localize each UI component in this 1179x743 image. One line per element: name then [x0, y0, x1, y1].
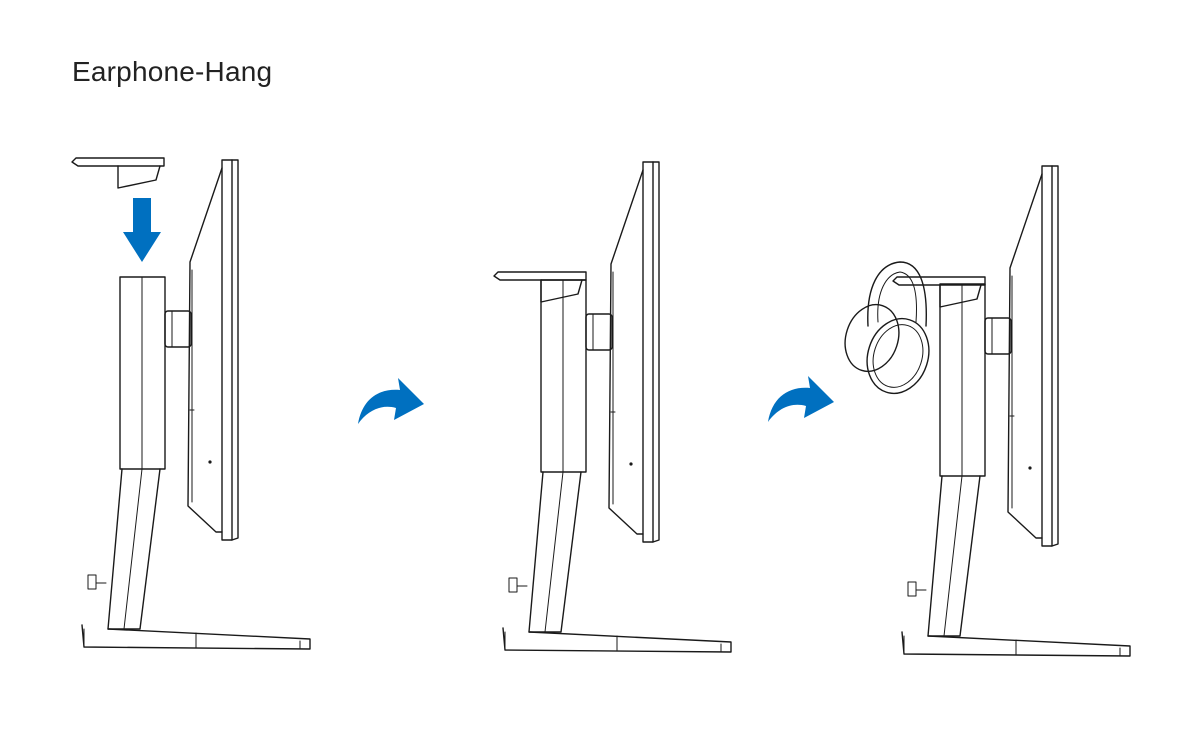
- step-2-group: [493, 161, 732, 653]
- monitor-stand: [81, 276, 311, 650]
- curved-arrow-icon: [358, 378, 424, 424]
- curved-arrow-icon: [768, 376, 834, 422]
- hanger-bracket-installed: [493, 271, 587, 303]
- monitor-panel: [608, 161, 660, 543]
- hanger-bracket-detached: [71, 157, 165, 189]
- step-1-group: [71, 157, 311, 650]
- monitor-panel: [1007, 165, 1059, 547]
- step-3-group: [844, 165, 1131, 657]
- monitor-stand: [502, 279, 732, 653]
- page-title: Earphone-Hang: [72, 56, 273, 87]
- monitor-stand: [901, 283, 1131, 657]
- headphones-icon: [844, 261, 930, 395]
- hanger-bracket-installed: [892, 276, 986, 308]
- monitor-panel: [187, 159, 239, 541]
- down-arrow-icon: [123, 198, 161, 262]
